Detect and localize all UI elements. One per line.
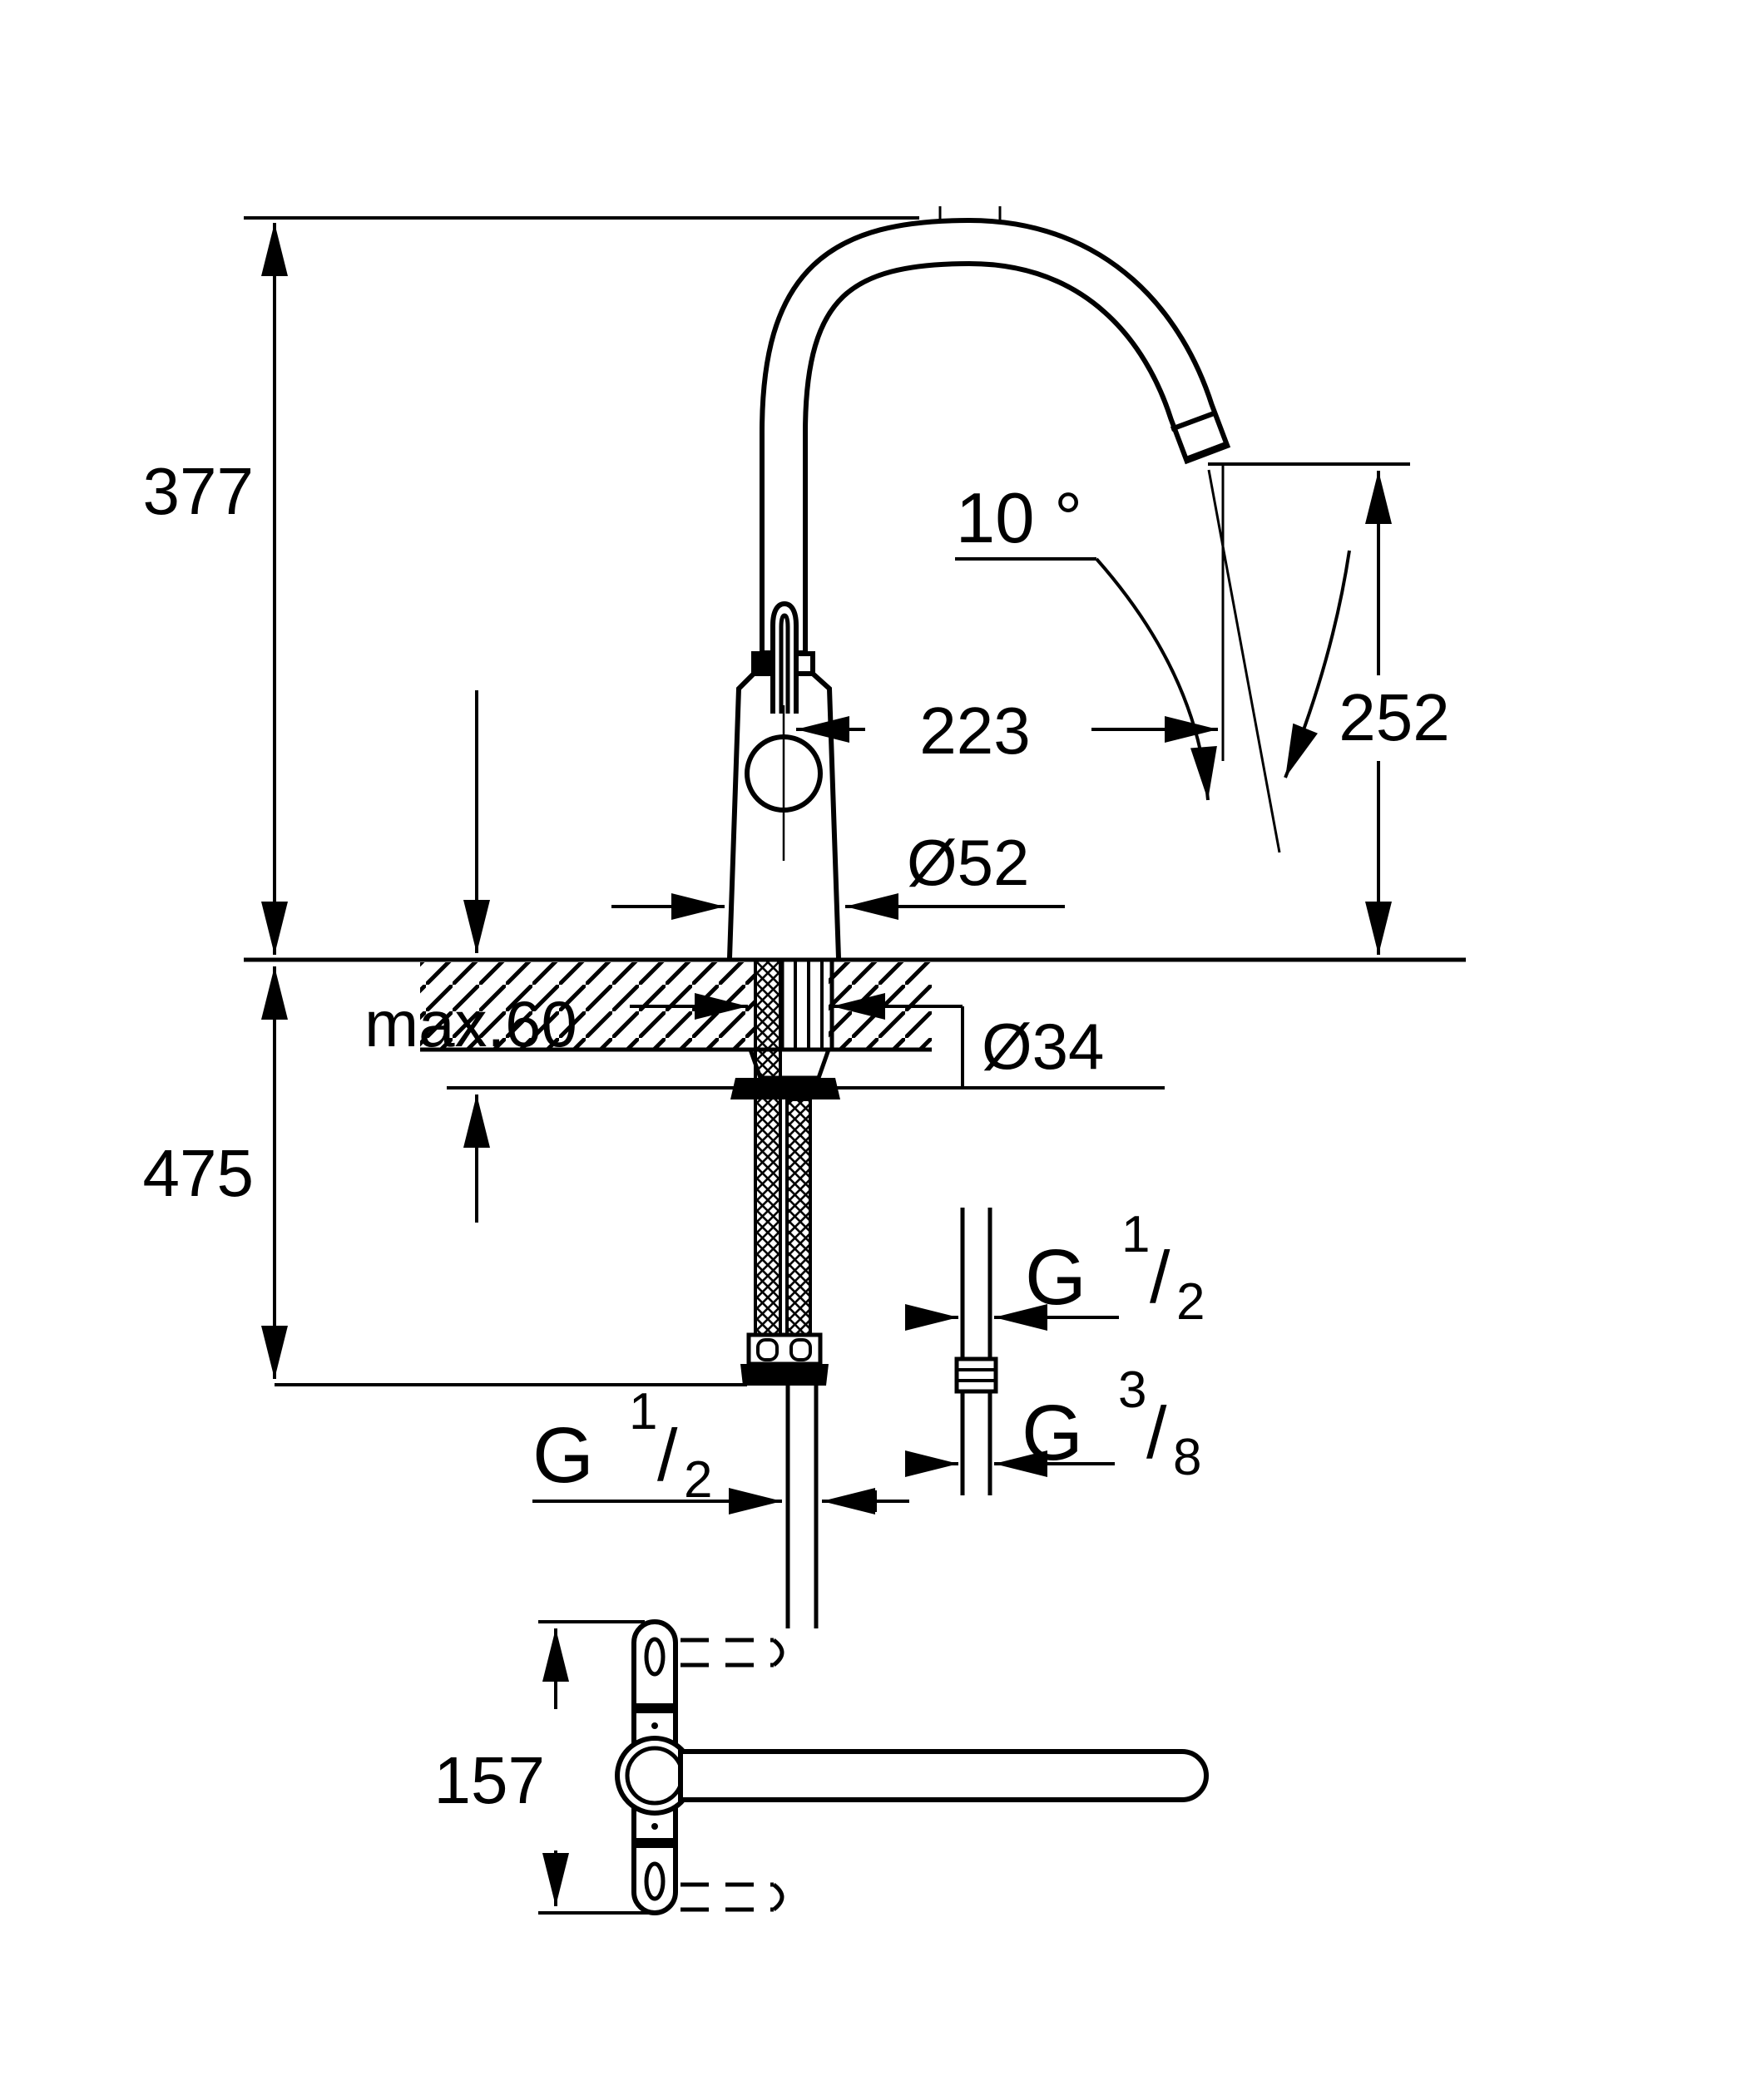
dim-hole-diameter: Ø34 (630, 993, 1104, 1086)
dim-34-label: Ø34 (982, 1010, 1104, 1083)
dim-supply-thread: G 1 / 2 (532, 1383, 909, 1514)
dim-body-diameter: Ø52 (611, 826, 1065, 920)
dim-475-label: 475 (143, 1136, 254, 1210)
reference-lines (244, 206, 1466, 1386)
adapter-inlet-num: 1 (1121, 1206, 1150, 1263)
side-view: 377 475 (143, 206, 1466, 1628)
plate-clamp-band-bottom (636, 1838, 673, 1848)
adapter-detail: G 1 / 2 G 3 / 8 (905, 1206, 1205, 1495)
angle-slant-line (1207, 469, 1281, 853)
hose-connector-nut (740, 1364, 829, 1386)
dim-252-label: 252 (1339, 680, 1449, 754)
plate-screw-hole-bottom (644, 1861, 666, 1901)
body-right-edge (810, 671, 841, 959)
body-boss-inner (625, 1746, 685, 1806)
adapter-outlet-den: 8 (1173, 1429, 1201, 1486)
plate-screw-hole-top (644, 1637, 666, 1677)
supply-thread-slash: / (657, 1414, 678, 1496)
angle-label: 10 ° (956, 479, 1082, 558)
base-plate-plan (615, 1619, 1209, 1915)
adapter-inlet-slash: / (1150, 1236, 1170, 1318)
plate-dot-bottom (651, 1823, 658, 1830)
plate-dot-top (651, 1722, 658, 1729)
adapter-coupling (954, 1356, 998, 1394)
under-counter-assembly (730, 958, 840, 1628)
dim-total-height: 377 (143, 223, 288, 955)
dim-377-label: 377 (143, 454, 254, 528)
angle-arc-right (1284, 550, 1351, 778)
plate-clamp-band-top (636, 1703, 673, 1713)
adapter-inlet-den: 2 (1176, 1273, 1205, 1331)
dim-max60-label: max.60 (364, 987, 577, 1060)
supply-thread-g: G (532, 1411, 594, 1500)
spout (760, 217, 1231, 657)
dim-223-label: 223 (919, 694, 1030, 768)
hidden-screw-bottom (681, 1882, 784, 1912)
hidden-screw-top (681, 1638, 784, 1668)
dim-below-deck-height: 475 (143, 966, 288, 1379)
supply-thread-den: 2 (684, 1451, 712, 1509)
braided-hose-right (785, 1098, 812, 1337)
spout-inner (765, 222, 1224, 650)
mounting-locknut (730, 1078, 840, 1099)
dim-52-label: Ø52 (907, 826, 1029, 899)
faucet-body (727, 600, 841, 959)
dim-spout-reach: 223 (796, 694, 1218, 768)
dim-adapter-outlet-thread: G 3 / 8 (905, 1361, 1201, 1486)
hose-connector-port-right (789, 1338, 812, 1361)
aerator-band-line (1170, 410, 1218, 432)
braided-hose-left (754, 958, 782, 1337)
dim-157-label: 157 (434, 1743, 545, 1817)
adapter-inlet-g: G (1025, 1233, 1086, 1322)
dim-outlet-height: 252 (1339, 471, 1450, 955)
body-left-edge (727, 671, 756, 959)
angle-arc-left (1095, 557, 1217, 801)
supply-thread-num: 1 (629, 1383, 657, 1440)
dim-adapter-inlet-thread: G 1 / 2 (905, 1206, 1205, 1331)
adapter-outlet-num: 3 (1118, 1361, 1146, 1419)
lever-handle-plan (678, 1749, 1209, 1802)
hose-connector-port-left (756, 1338, 779, 1361)
angle-annotation: 10 ° (955, 479, 1351, 801)
lever-handle-inner (779, 613, 790, 714)
threaded-shank (779, 961, 834, 1050)
adapter-outlet-slash: / (1146, 1391, 1167, 1474)
plan-view: 157 (434, 1619, 1209, 1915)
dim-base-span: 157 (434, 1628, 569, 1906)
